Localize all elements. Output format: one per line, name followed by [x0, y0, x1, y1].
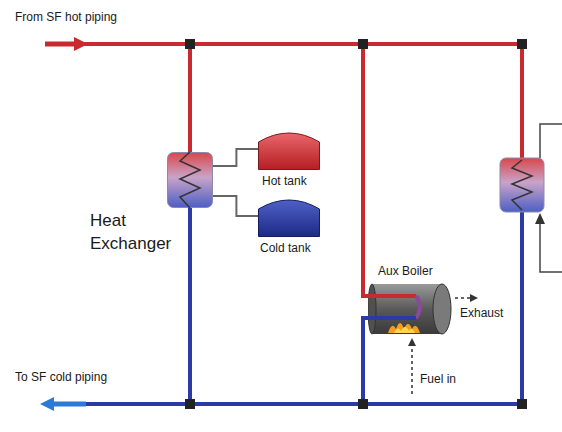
node-heading: Aux Boiler — [378, 264, 433, 278]
inlet-label: From SF hot piping — [15, 10, 117, 24]
heat-exchanger-symbol — [500, 158, 544, 212]
node-heading: Hot tank — [262, 174, 307, 188]
exhaust-arrow — [455, 297, 470, 299]
hot-pipe — [520, 44, 524, 158]
exhaust-arrowhead — [470, 294, 478, 302]
outlet-arrowhead — [40, 397, 54, 411]
hot-tank-shape — [258, 128, 320, 170]
inlet-arrow — [45, 42, 76, 47]
cold-pipe — [520, 212, 524, 404]
fuel-label: Fuel in — [420, 372, 456, 386]
junctions — [185, 39, 527, 409]
tank-connector — [213, 196, 258, 216]
hot-header — [82, 42, 522, 46]
hot-tank: Hot tank — [258, 128, 320, 170]
hot-pipe — [188, 44, 192, 152]
node-heading: Heat Exchanger — [90, 210, 178, 256]
heat-exchanger-shape — [167, 152, 213, 208]
aux-boiler: Aux Boiler — [368, 283, 452, 335]
outlet-arrow — [52, 402, 86, 407]
cold-header — [86, 402, 522, 406]
loop-arrowhead — [535, 213, 545, 224]
inlet-arrowhead — [74, 37, 88, 51]
node-heading: Cold tank — [260, 241, 311, 255]
heat-exchanger: Heat Exchanger — [167, 152, 213, 208]
exhaust-label: Exhaust — [460, 306, 503, 320]
cold-tank-shape — [258, 195, 320, 237]
fuel-arrowhead — [408, 338, 416, 346]
fuel-arrow — [411, 346, 413, 394]
cold-tank: Cold tank — [258, 195, 320, 237]
cold-pipe — [188, 208, 192, 404]
loop-line — [540, 220, 562, 272]
tank-connector — [213, 149, 258, 166]
outlet-label: To SF cold piping — [15, 370, 107, 384]
aux-boiler-shape — [368, 283, 452, 335]
loop-line — [540, 124, 562, 158]
coil — [512, 160, 532, 210]
hot-pipe — [363, 44, 372, 296]
